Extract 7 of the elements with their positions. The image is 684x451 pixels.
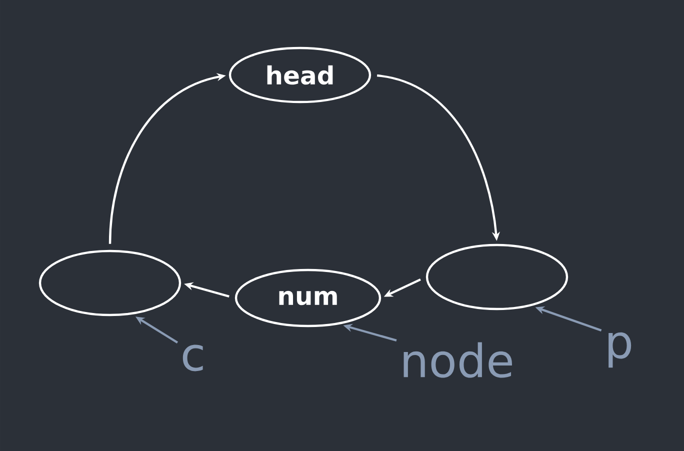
pointer-label: p [608, 332, 632, 368]
empty-oval [426, 244, 568, 310]
empty-oval [38, 250, 182, 316]
oval-node: num [234, 268, 382, 328]
oval-node: head [228, 46, 372, 104]
pointer-label: c [182, 344, 203, 372]
pointer-label: node [404, 342, 512, 378]
